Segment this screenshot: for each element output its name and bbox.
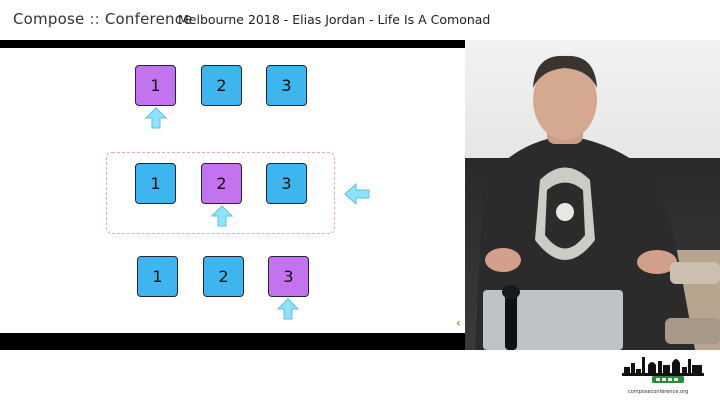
slide-tile-row2-1: 1 — [135, 163, 176, 204]
focus-dashed-box — [106, 152, 335, 234]
slide-tile-row1-2: 2 — [201, 65, 242, 106]
slide-tile-row3-3: 3 — [268, 256, 309, 297]
slide-prev-icon[interactable]: ‹ — [456, 316, 461, 330]
left-arrow-icon — [344, 183, 370, 205]
slide-tile-row1-3: 3 — [266, 65, 307, 106]
slide-tile-row3-2: 2 — [203, 256, 244, 297]
footer-website: composeconference.org — [628, 389, 689, 395]
up-arrow-icon — [211, 205, 233, 227]
talk-title: Melbourne 2018 - Elias Jordan - Life Is … — [178, 12, 491, 27]
header-bar: Compose :: Conference Melbourne 2018 - E… — [0, 0, 720, 40]
up-arrow-icon — [145, 107, 167, 129]
presentation-slide: 1 2 3 1 2 3 1 2 3 ‹ — [0, 48, 465, 333]
slide-tile-row2-2: 2 — [201, 163, 242, 204]
footer-bar — [0, 350, 720, 404]
brand-right: Conference — [104, 10, 193, 28]
brand-logo: Compose :: Conference — [13, 10, 193, 28]
up-arrow-icon — [277, 298, 299, 320]
slide-tile-row1-1: 1 — [135, 65, 176, 106]
speaker-camera-feed — [465, 40, 720, 350]
speaker-figure — [475, 55, 720, 350]
slide-tile-row2-3: 3 — [266, 163, 307, 204]
brand-left: Compose — [13, 10, 85, 28]
melbourne-skyline-logo — [622, 357, 704, 383]
slide-tile-row3-1: 1 — [137, 256, 178, 297]
brand-separator: :: — [89, 10, 100, 28]
